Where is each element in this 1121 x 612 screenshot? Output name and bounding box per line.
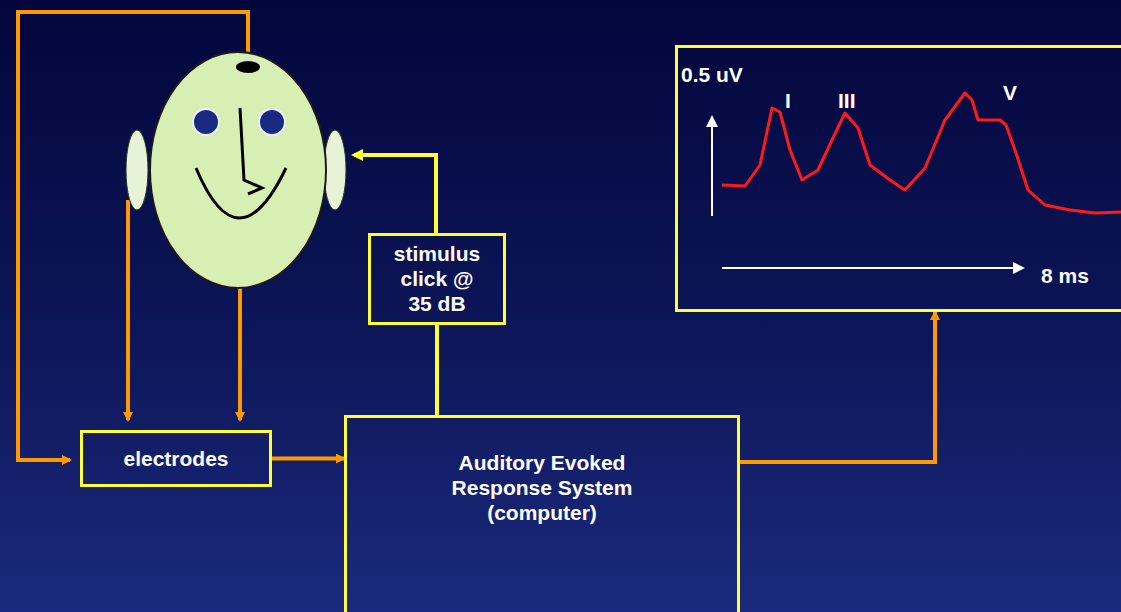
head: [126, 52, 346, 288]
abr-waveform: [712, 93, 1121, 268]
amplitude-label: 0.5 uV: [681, 62, 743, 87]
time-label: 8 ms: [1041, 263, 1089, 288]
graph-box: 0.5 uVIIIIV8 ms: [675, 45, 1121, 312]
electrodes-box: electrodes: [80, 430, 272, 487]
computer-box: Auditory Evoked Response System (compute…: [344, 415, 740, 612]
stimulus-box: stimulus click @ 35 dB: [368, 233, 506, 325]
wave-label: III: [838, 88, 856, 113]
connector: [740, 312, 935, 462]
box-label: stimulus click @ 35 dB: [391, 241, 483, 317]
connector: [435, 325, 439, 415]
wave-label: I: [785, 88, 791, 113]
connector: [272, 457, 344, 461]
box-label: Auditory Evoked Response System (compute…: [427, 450, 657, 526]
wave-label: V: [1003, 80, 1017, 105]
stimulus-arrow: [354, 155, 436, 233]
box-label: electrodes: [89, 446, 263, 471]
